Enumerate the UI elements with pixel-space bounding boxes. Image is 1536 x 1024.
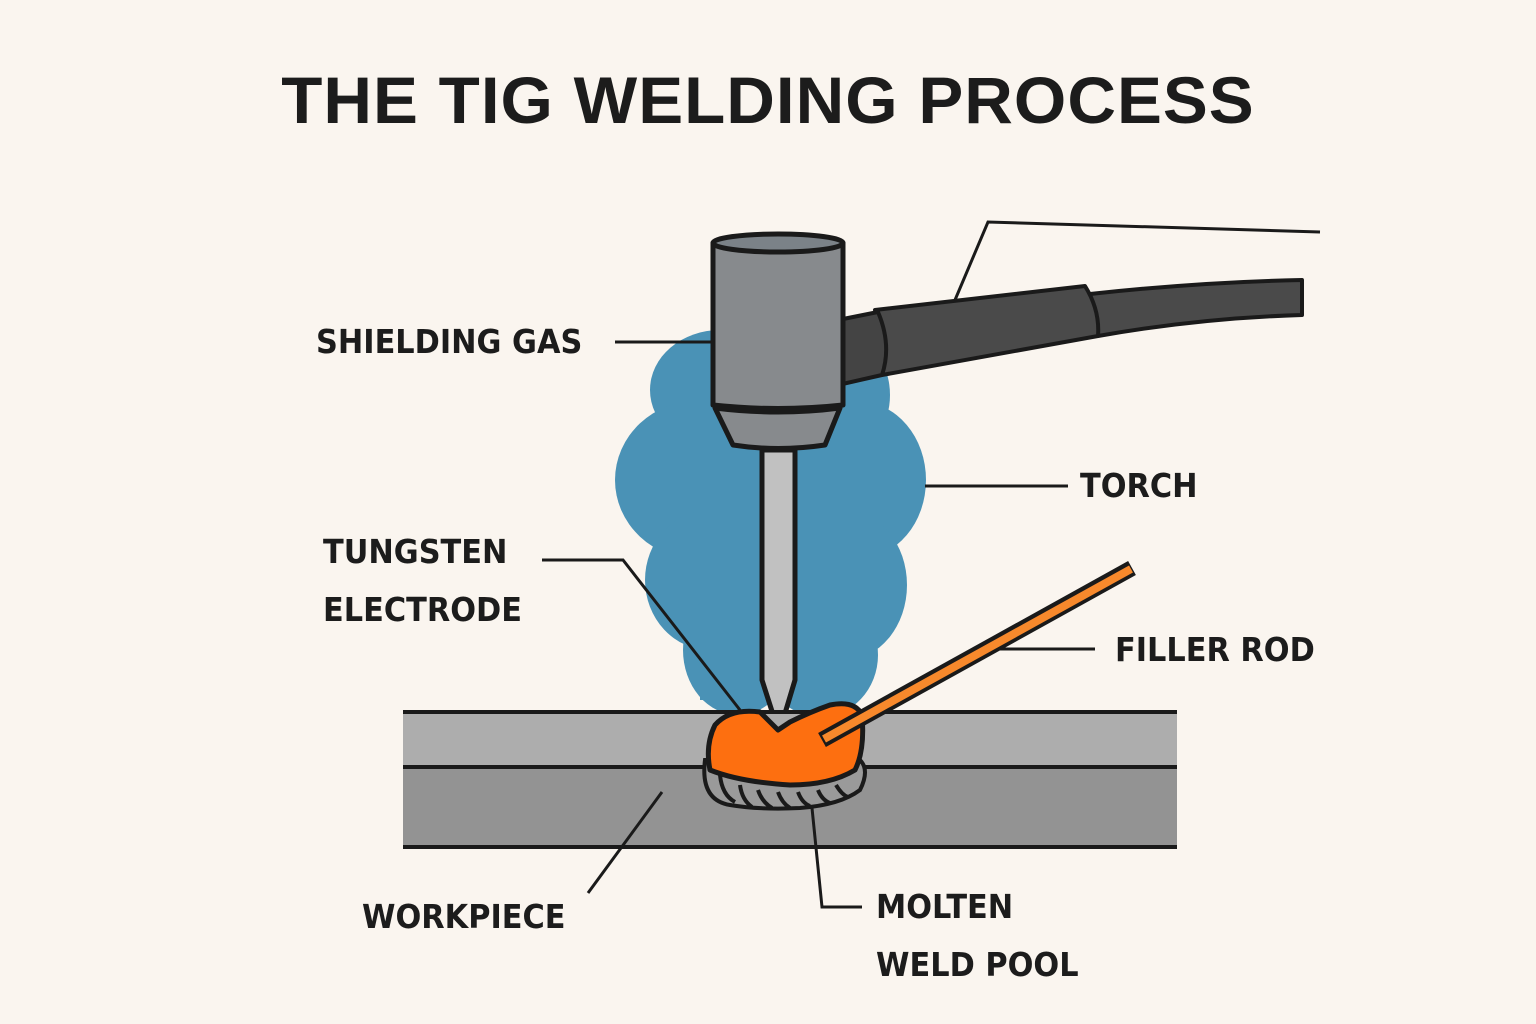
workpiece-leader xyxy=(586,791,664,894)
label-workpiece: WORKPIECE xyxy=(362,897,566,936)
label-torch: TORCH xyxy=(1080,466,1198,505)
filler-rod xyxy=(818,561,1136,747)
torch-cable xyxy=(836,278,1304,387)
label-filler-rod: FILLER ROD xyxy=(1115,630,1315,669)
label-shielding-gas: SHIELDING GAS xyxy=(316,322,583,361)
label-tungsten-electrode-line2: ELECTRODE xyxy=(323,590,522,629)
label-molten-weld-pool: MOLTEN WELD POOL xyxy=(876,878,1079,994)
tungsten-electrode xyxy=(759,447,798,733)
diagram-title: THE TIG WELDING PROCESS xyxy=(281,63,1255,137)
label-molten-weld-pool-line1: MOLTEN xyxy=(876,887,1014,926)
leader-lines xyxy=(542,340,1095,909)
molten-weld-pool-leader xyxy=(810,807,862,909)
label-tungsten-electrode-line1: TUNGSTEN xyxy=(323,532,508,571)
molten-weld-pool xyxy=(705,701,866,788)
label-tungsten-electrode: TUNGSTEN ELECTRODE xyxy=(323,523,522,639)
tungsten-electrode-leader xyxy=(542,558,742,711)
torch-cable-leader-line xyxy=(953,220,1321,301)
torch-body xyxy=(710,231,846,451)
label-molten-weld-pool-line2: WELD POOL xyxy=(876,945,1079,984)
